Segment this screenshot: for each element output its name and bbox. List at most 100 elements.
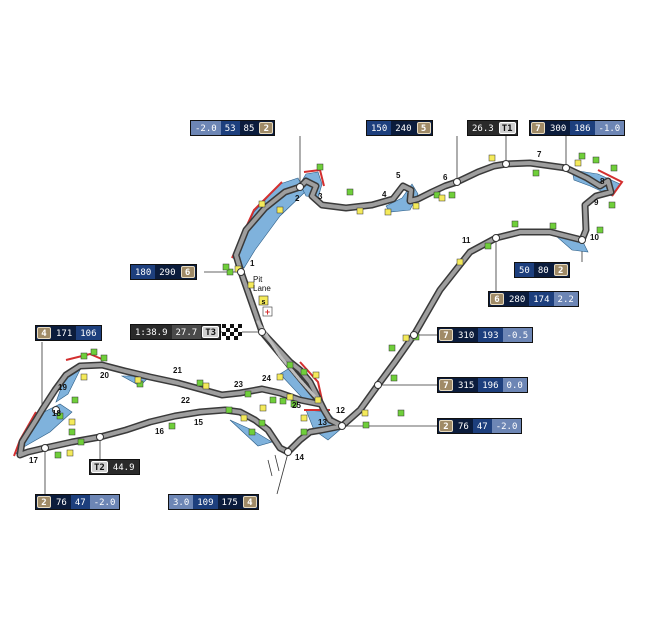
- corner-number: 7: [537, 150, 542, 159]
- pit-cross-label: +: [265, 307, 270, 317]
- info-box-t14: 3.0 109 175 4: [168, 494, 259, 510]
- flag-cell: [234, 328, 238, 332]
- info-box-t5-top: 150 240 5: [366, 120, 433, 136]
- green-marker: [279, 397, 287, 405]
- green-marker: [388, 344, 396, 352]
- value-cell: -2.0: [491, 419, 522, 433]
- value-cell: 47: [472, 419, 492, 433]
- green-marker: [346, 188, 354, 196]
- info-box-t2-top: -2.0 53 85 2: [190, 120, 276, 136]
- info-box-center-1: 7 310 193 -0.5: [437, 327, 534, 343]
- yellow-marker: [488, 154, 496, 162]
- green-marker: [258, 419, 266, 427]
- green-marker: [244, 390, 252, 398]
- value-cell: 315: [454, 378, 479, 392]
- green-marker: [168, 422, 176, 430]
- flag-cell: [238, 336, 242, 340]
- green-marker: [71, 396, 79, 404]
- value-cell: -1.0: [594, 121, 625, 135]
- corner-number: 14: [295, 453, 304, 462]
- green-marker: [56, 412, 64, 420]
- green-marker: [68, 428, 76, 436]
- gear-badge: 2: [37, 496, 51, 508]
- green-marker: [316, 163, 324, 171]
- flag-cell: [234, 324, 238, 328]
- yellow-marker: [384, 208, 392, 216]
- yellow-marker: [314, 396, 322, 404]
- corner-number: 24: [262, 374, 271, 383]
- value-cell: 240: [391, 121, 416, 135]
- info-box-t1-left: 180 290 6: [130, 264, 197, 280]
- green-marker: [532, 169, 540, 177]
- value-cell: 0.0: [502, 378, 527, 392]
- yellow-marker: [240, 414, 248, 422]
- green-marker: [300, 428, 308, 436]
- green-marker: [54, 451, 62, 459]
- value-cell: 186: [570, 121, 595, 135]
- gear-badge: 4: [37, 327, 51, 339]
- flag-cell: [230, 328, 234, 332]
- green-marker: [269, 396, 277, 404]
- yellow-marker: [134, 376, 142, 384]
- corner-number: 21: [173, 366, 182, 375]
- green-marker: [484, 242, 492, 250]
- value-cell: 300: [546, 121, 571, 135]
- value-cell: 174: [529, 292, 554, 306]
- split-box-t1: 26.3 T1: [467, 120, 518, 136]
- green-marker: [300, 368, 308, 376]
- split-box-t3: 1:38.9 27.7 T3: [130, 324, 222, 340]
- yellow-marker: [356, 207, 364, 215]
- corner-number: 25: [292, 401, 301, 410]
- value-cell: -2.0: [89, 495, 120, 509]
- flag-cell: [230, 336, 234, 340]
- flag-cell: [222, 336, 226, 340]
- yellow-marker: [574, 159, 582, 167]
- timing-nodes: [41, 160, 586, 456]
- green-marker: [592, 156, 600, 164]
- value-cell: 76: [454, 419, 473, 433]
- flag-cell: [230, 332, 234, 336]
- value-cell: -2.0: [191, 121, 221, 135]
- corner-number: 15: [194, 418, 203, 427]
- green-marker: [578, 152, 586, 160]
- split-time: 44.9: [108, 460, 139, 474]
- finish-flag-icon: [222, 324, 242, 340]
- green-marker: [549, 222, 557, 230]
- value-cell: 3.0: [169, 495, 194, 509]
- yellow-marker: [68, 418, 76, 426]
- green-marker: [248, 428, 256, 436]
- flag-cell: [238, 324, 242, 328]
- value-cell: 2.2: [553, 292, 578, 306]
- value-cell: 180: [131, 265, 156, 279]
- gear-badge: 2: [553, 264, 568, 276]
- info-box-t18: 4 171 106: [35, 325, 102, 341]
- corner-number: 12: [336, 406, 345, 415]
- value-cell: 50: [515, 263, 534, 277]
- yellow-marker: [286, 393, 294, 401]
- pit-s-label: s: [262, 299, 266, 306]
- corner-number: 20: [100, 371, 109, 380]
- green-marker: [286, 361, 294, 369]
- value-cell: 196: [478, 378, 503, 392]
- gear-badge: 6: [490, 293, 504, 305]
- green-marker: [596, 226, 604, 234]
- yellow-marker: [300, 414, 308, 422]
- yellow-marker: [258, 200, 266, 208]
- flag-cell: [226, 336, 230, 340]
- value-cell: 280: [505, 292, 530, 306]
- value-cell: 193: [478, 328, 503, 342]
- yellow-marker: [276, 206, 284, 214]
- split-tag: T3: [202, 326, 220, 338]
- yellow-marker: [276, 373, 284, 381]
- green-marker: [80, 352, 88, 360]
- flag-cell: [234, 336, 238, 340]
- green-marker: [225, 406, 233, 414]
- yellow-marker: [259, 404, 267, 412]
- info-box-t10: 50 80 2: [514, 262, 570, 278]
- corner-number: 3: [318, 192, 323, 201]
- runoff-areas: [15, 169, 621, 455]
- split-time: 27.7: [171, 325, 202, 339]
- green-marker: [196, 379, 204, 387]
- flag-cell: [222, 332, 226, 336]
